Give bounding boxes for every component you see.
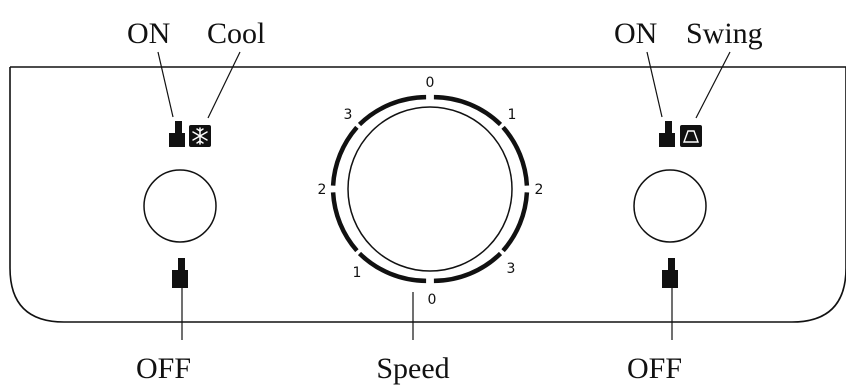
right-swing-label: Swing	[686, 17, 763, 50]
speed-scale-lower-left: 1	[353, 265, 362, 281]
speed-scale-lower-right: 3	[507, 261, 516, 277]
speed-scale-top: 0	[426, 75, 435, 91]
right-on-label: ON	[614, 17, 657, 50]
speed-dial-scale	[330, 94, 530, 284]
snowflake-icon	[189, 125, 211, 147]
speed-arc-right-lower	[501, 192, 530, 253]
speed-dial-knob[interactable]	[347, 106, 513, 272]
left-switch-group: ON Cool	[127, 17, 265, 385]
speed-arc-bottom-right	[433, 251, 503, 284]
left-cool-leader	[207, 51, 241, 119]
speed-dial-group: 0 1 2 3 0 1 2 3 Speed	[318, 75, 544, 385]
speed-arc-top-right	[433, 94, 503, 127]
speed-label: Speed	[376, 352, 449, 385]
control-panel-outline	[9, 66, 846, 323]
left-on-label: ON	[127, 17, 170, 50]
speed-arc-right-upper	[501, 125, 530, 186]
left-on-leader	[157, 51, 174, 118]
speed-arc-left-upper	[330, 125, 359, 186]
speed-arc-left-lower	[330, 192, 359, 253]
right-switch-group: ON Swing OFF	[614, 17, 763, 385]
speed-scale-right: 2	[535, 182, 544, 198]
left-off-label: OFF	[136, 352, 191, 385]
right-on-leader	[646, 51, 663, 118]
speed-scale-left: 2	[318, 182, 327, 198]
right-switch-knob[interactable]	[633, 169, 707, 243]
right-off-rocker-icon	[662, 258, 678, 288]
swing-icon	[680, 125, 702, 147]
left-cool-label: Cool	[207, 17, 265, 50]
right-swing-leader	[695, 51, 731, 119]
left-on-rocker-icon	[169, 121, 185, 147]
right-on-rocker-icon	[659, 121, 675, 147]
left-switch-knob[interactable]	[143, 169, 217, 243]
speed-arc-bottom-left	[357, 251, 427, 284]
speed-scale-upper-left: 3	[344, 107, 353, 123]
speed-arc-top-left	[357, 94, 427, 127]
left-off-rocker-icon	[172, 258, 188, 288]
speed-scale-bottom: 0	[428, 292, 437, 308]
speed-scale-upper-right: 1	[508, 107, 517, 123]
right-off-label: OFF	[627, 352, 682, 385]
